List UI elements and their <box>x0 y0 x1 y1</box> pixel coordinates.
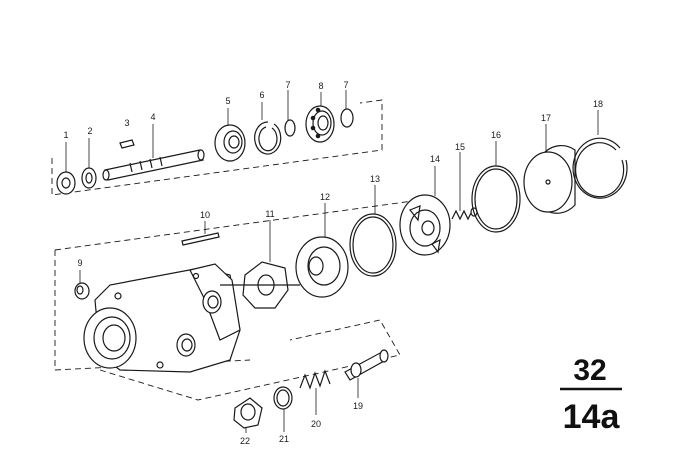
callout-21: 21 <box>279 434 289 444</box>
callout-19: 19 <box>353 401 363 411</box>
part-10-dowel-pin <box>181 221 220 246</box>
part-21-sealing-ring <box>273 386 293 432</box>
callout-2: 2 <box>87 126 92 136</box>
part-1-nut <box>56 142 76 195</box>
callout-1: 1 <box>63 130 68 140</box>
group-number: 32 <box>573 354 606 387</box>
callout-13: 13 <box>370 174 380 184</box>
callout-22: 22 <box>240 436 250 446</box>
callout-5: 5 <box>225 96 230 106</box>
callout-7b: 7 <box>343 80 348 90</box>
callout-15: 15 <box>455 142 465 152</box>
part-14-pressure-plate <box>399 166 451 256</box>
part-15-spring <box>451 152 478 221</box>
part-13-o-ring <box>349 185 397 277</box>
reference-block: 32 14a <box>560 354 622 436</box>
callout-9: 9 <box>77 258 82 268</box>
part-20-valve-spring <box>299 369 331 415</box>
callout-17: 17 <box>541 113 551 123</box>
callout-8: 8 <box>318 81 323 91</box>
part-2-washer <box>81 138 97 189</box>
part-16-o-ring <box>471 141 521 233</box>
callout-20: 20 <box>311 419 321 429</box>
part-9-plug <box>74 270 90 300</box>
part-3-key <box>119 139 135 149</box>
page-number: 14a <box>563 398 621 436</box>
valve-assembly-outline <box>99 319 401 401</box>
callout-6: 6 <box>259 90 264 100</box>
part-7-circlip-right <box>340 90 354 128</box>
part-17-end-cover <box>523 124 576 214</box>
part-18-retaining-ring <box>572 110 628 199</box>
pump-housing <box>83 263 241 373</box>
part-12-cam-ring <box>295 203 349 298</box>
callout-16: 16 <box>491 130 501 140</box>
part-5-shaft-seal <box>214 108 246 162</box>
part-22-screw-plug <box>233 397 263 433</box>
callout-12: 12 <box>320 192 330 202</box>
callout-11: 11 <box>265 209 274 219</box>
callout-3: 3 <box>124 118 129 128</box>
callout-4: 4 <box>150 112 155 122</box>
part-11-rotor <box>220 220 300 309</box>
part-8-ball-bearing <box>305 92 335 143</box>
part-19-valve <box>344 349 389 398</box>
callout-14: 14 <box>430 154 440 164</box>
callout-7a: 7 <box>285 80 290 90</box>
part-6-snap-ring <box>254 102 282 155</box>
part-4-drive-shaft <box>102 124 205 181</box>
callout-10: 10 <box>200 210 210 220</box>
shaft-assembly-outline <box>51 99 383 196</box>
part-7-circlip-left <box>284 90 296 137</box>
callout-18: 18 <box>593 99 603 109</box>
